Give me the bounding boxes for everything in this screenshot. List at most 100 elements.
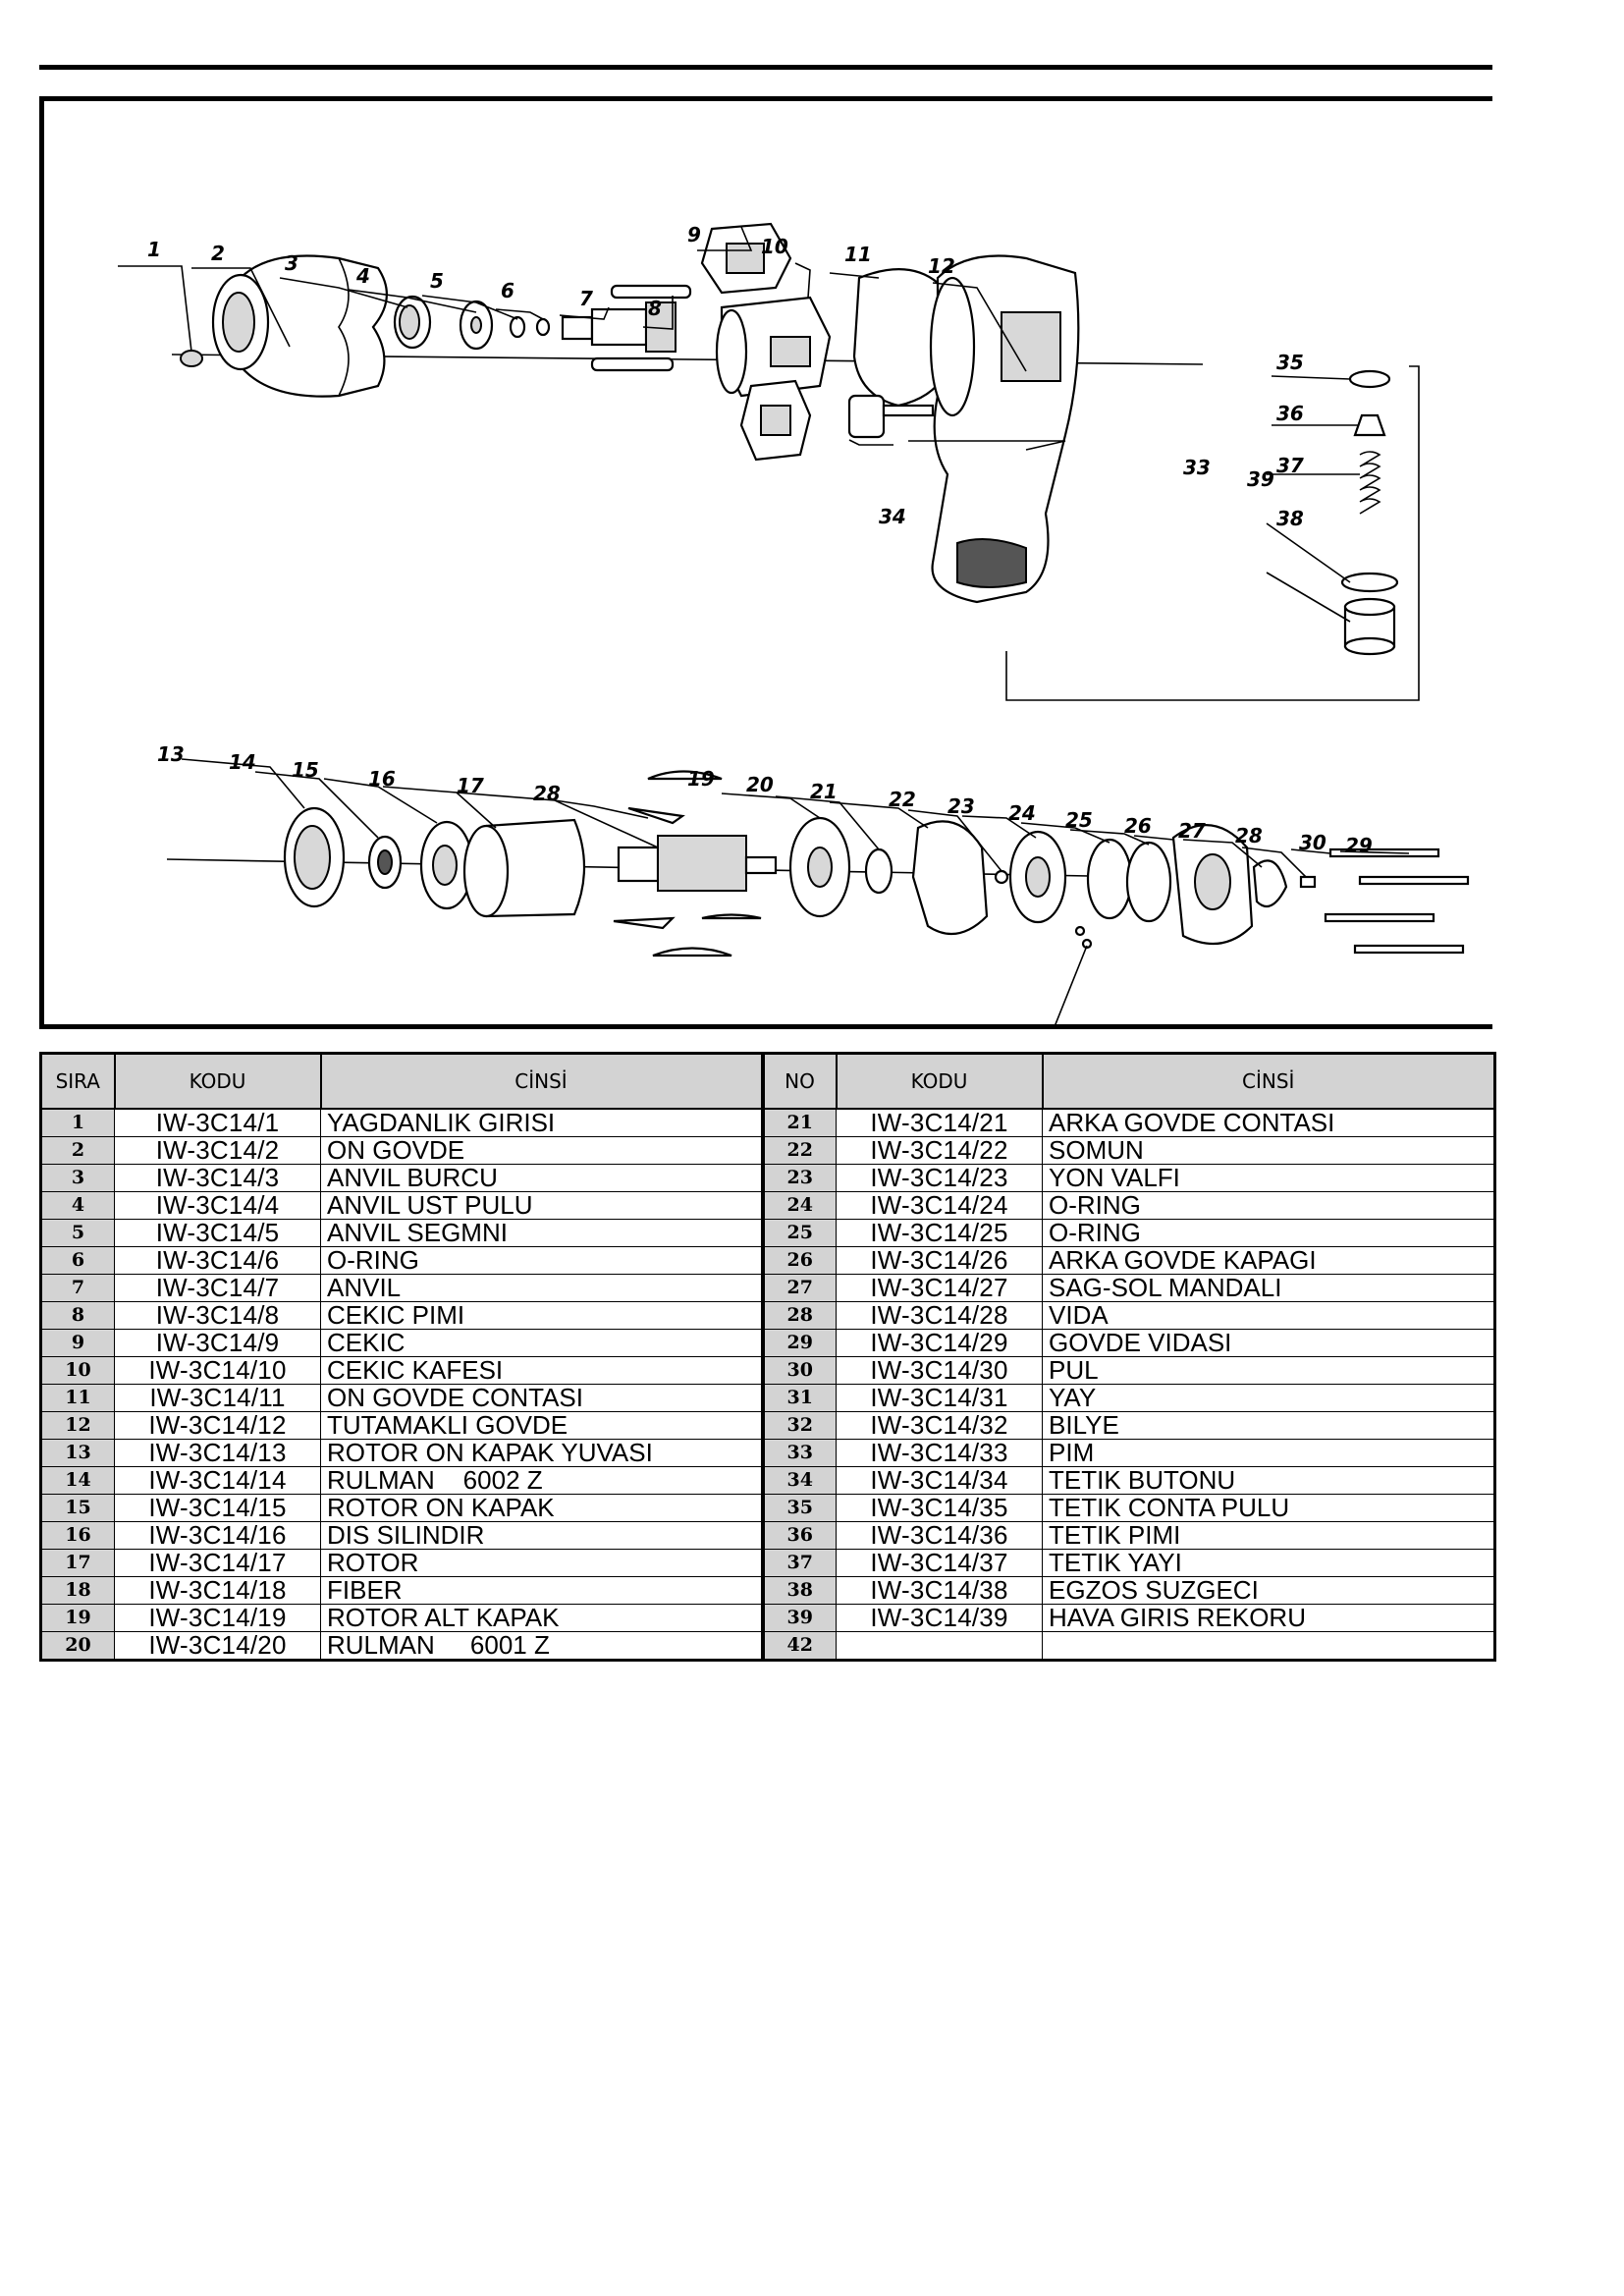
part-name-right: TETIK PIMI [1042, 1521, 1495, 1550]
part-code-right: IW-3C14/31 [836, 1384, 1043, 1412]
part-hammer-upper [700, 222, 792, 295]
part-name-right: PIM [1042, 1439, 1495, 1467]
part-name-right: ARKA GOVDE CONTASI [1042, 1108, 1495, 1137]
part-code-left: IW-3C14/1 [114, 1108, 321, 1137]
callout-38: 38 [1276, 507, 1304, 530]
part-name-right: GOVDE VIDASI [1042, 1329, 1495, 1357]
callout-39: 39 [1247, 467, 1274, 491]
callout-10: 10 [761, 235, 788, 258]
table-header-row: SIRA KODU CİNSİ NO KODU CİNSİ [39, 1052, 1496, 1110]
header-no: NO [760, 1052, 838, 1110]
rear-plate-bore [807, 847, 833, 888]
top-rule [39, 65, 1492, 70]
row-number-left: 13 [40, 1439, 115, 1467]
row-number-right: 32 [760, 1411, 837, 1440]
part-direction-lever [1252, 859, 1288, 908]
part-name-right [1042, 1631, 1495, 1661]
row-number-left: 9 [40, 1329, 115, 1357]
part-name-right: ARKA GOVDE KAPAGI [1042, 1246, 1495, 1275]
part-vane-1 [647, 770, 723, 781]
row-number-right: 29 [760, 1329, 837, 1357]
part-rotor [617, 835, 778, 892]
part-code-left: IW-3C14/19 [114, 1604, 321, 1632]
part-name-right: YON VALFI [1042, 1164, 1495, 1192]
row-number-right: 36 [760, 1521, 837, 1550]
part-code-left: IW-3C14/9 [114, 1329, 321, 1357]
part-code-right: IW-3C14/25 [836, 1219, 1043, 1247]
bearing-bore [377, 849, 393, 875]
part-trigger-pin-36 [1353, 413, 1386, 437]
row-number-right: 33 [760, 1439, 837, 1467]
part-name-left: RULMAN 6002 Z [320, 1466, 763, 1495]
part-body-screw-2 [1358, 875, 1470, 886]
callout-17: 17 [457, 774, 484, 797]
part-name-left: TUTAMAKLI GOVDE [320, 1411, 763, 1440]
row-number-left: 14 [40, 1466, 115, 1495]
header-kodu-left: KODU [113, 1052, 322, 1110]
row-number-right: 25 [760, 1219, 837, 1247]
row-number-right: 26 [760, 1246, 837, 1275]
row-number-left: 20 [40, 1631, 115, 1661]
callout-28: 28 [1235, 824, 1263, 847]
part-code-left: IW-3C14/8 [114, 1301, 321, 1330]
part-code-right: IW-3C14/22 [836, 1136, 1043, 1165]
callout-19: 19 [687, 767, 715, 791]
part-code-right: IW-3C14/26 [836, 1246, 1043, 1275]
header-cinsi-left: CİNSİ [319, 1052, 764, 1110]
part-air-inlet-fitting [1343, 597, 1396, 656]
row-number-right: 22 [760, 1136, 837, 1165]
row-number-left: 1 [40, 1108, 115, 1137]
part-name-left: DIS SILINDIR [320, 1521, 763, 1550]
callout-29: 29 [1345, 834, 1373, 857]
callout-labels: 1 2 3 4 5 6 7 8 9 10 11 12 13 14 15 16 1… [147, 223, 1373, 857]
part-name-right: VIDA [1042, 1301, 1495, 1330]
callout-2: 2 [211, 242, 225, 265]
callout-34: 34 [879, 505, 906, 528]
part-code-right: IW-3C14/32 [836, 1411, 1043, 1440]
row-number-left: 17 [40, 1549, 115, 1577]
part-code-left: IW-3C14/13 [114, 1439, 321, 1467]
part-name-left: ANVIL SEGMNI [320, 1219, 763, 1247]
part-vane-5 [652, 947, 732, 957]
callout-24: 24 [1008, 801, 1036, 825]
callout-7: 7 [579, 287, 593, 310]
callout-36: 36 [1276, 402, 1304, 425]
part-code-left: IW-3C14/5 [114, 1219, 321, 1247]
callout-21: 21 [810, 780, 838, 803]
part-name-left: ROTOR ON KAPAK YUVASI [320, 1439, 763, 1467]
part-name-left: RULMAN 6001 Z [320, 1631, 763, 1661]
part-rear-housing-cover [1171, 824, 1254, 946]
part-name-right: PUL [1042, 1356, 1495, 1385]
part-name-left: ON GOVDE CONTASI [320, 1384, 763, 1412]
callout-3: 3 [285, 251, 298, 275]
part-name-right: O-RING [1042, 1219, 1495, 1247]
row-number-left: 16 [40, 1521, 115, 1550]
part-name-left: CEKIC PIMI [320, 1301, 763, 1330]
callout-1: 1 [147, 238, 161, 261]
front-plate-bore [432, 845, 458, 886]
row-number-right: 37 [760, 1549, 837, 1577]
part-code-right: IW-3C14/38 [836, 1576, 1043, 1605]
part-name-left: YAGDANLIK GIRISI [320, 1108, 763, 1137]
part-code-left: IW-3C14/17 [114, 1549, 321, 1577]
callout-14: 14 [229, 750, 256, 774]
part-code-left: IW-3C14/15 [114, 1494, 321, 1522]
part-code-right: IW-3C14/36 [836, 1521, 1043, 1550]
part-code-left: IW-3C14/7 [114, 1274, 321, 1302]
callout-15: 15 [292, 758, 319, 782]
part-body-screw-3 [1324, 912, 1435, 923]
part-code-right: IW-3C14/24 [836, 1191, 1043, 1220]
callout-12: 12 [928, 254, 955, 278]
